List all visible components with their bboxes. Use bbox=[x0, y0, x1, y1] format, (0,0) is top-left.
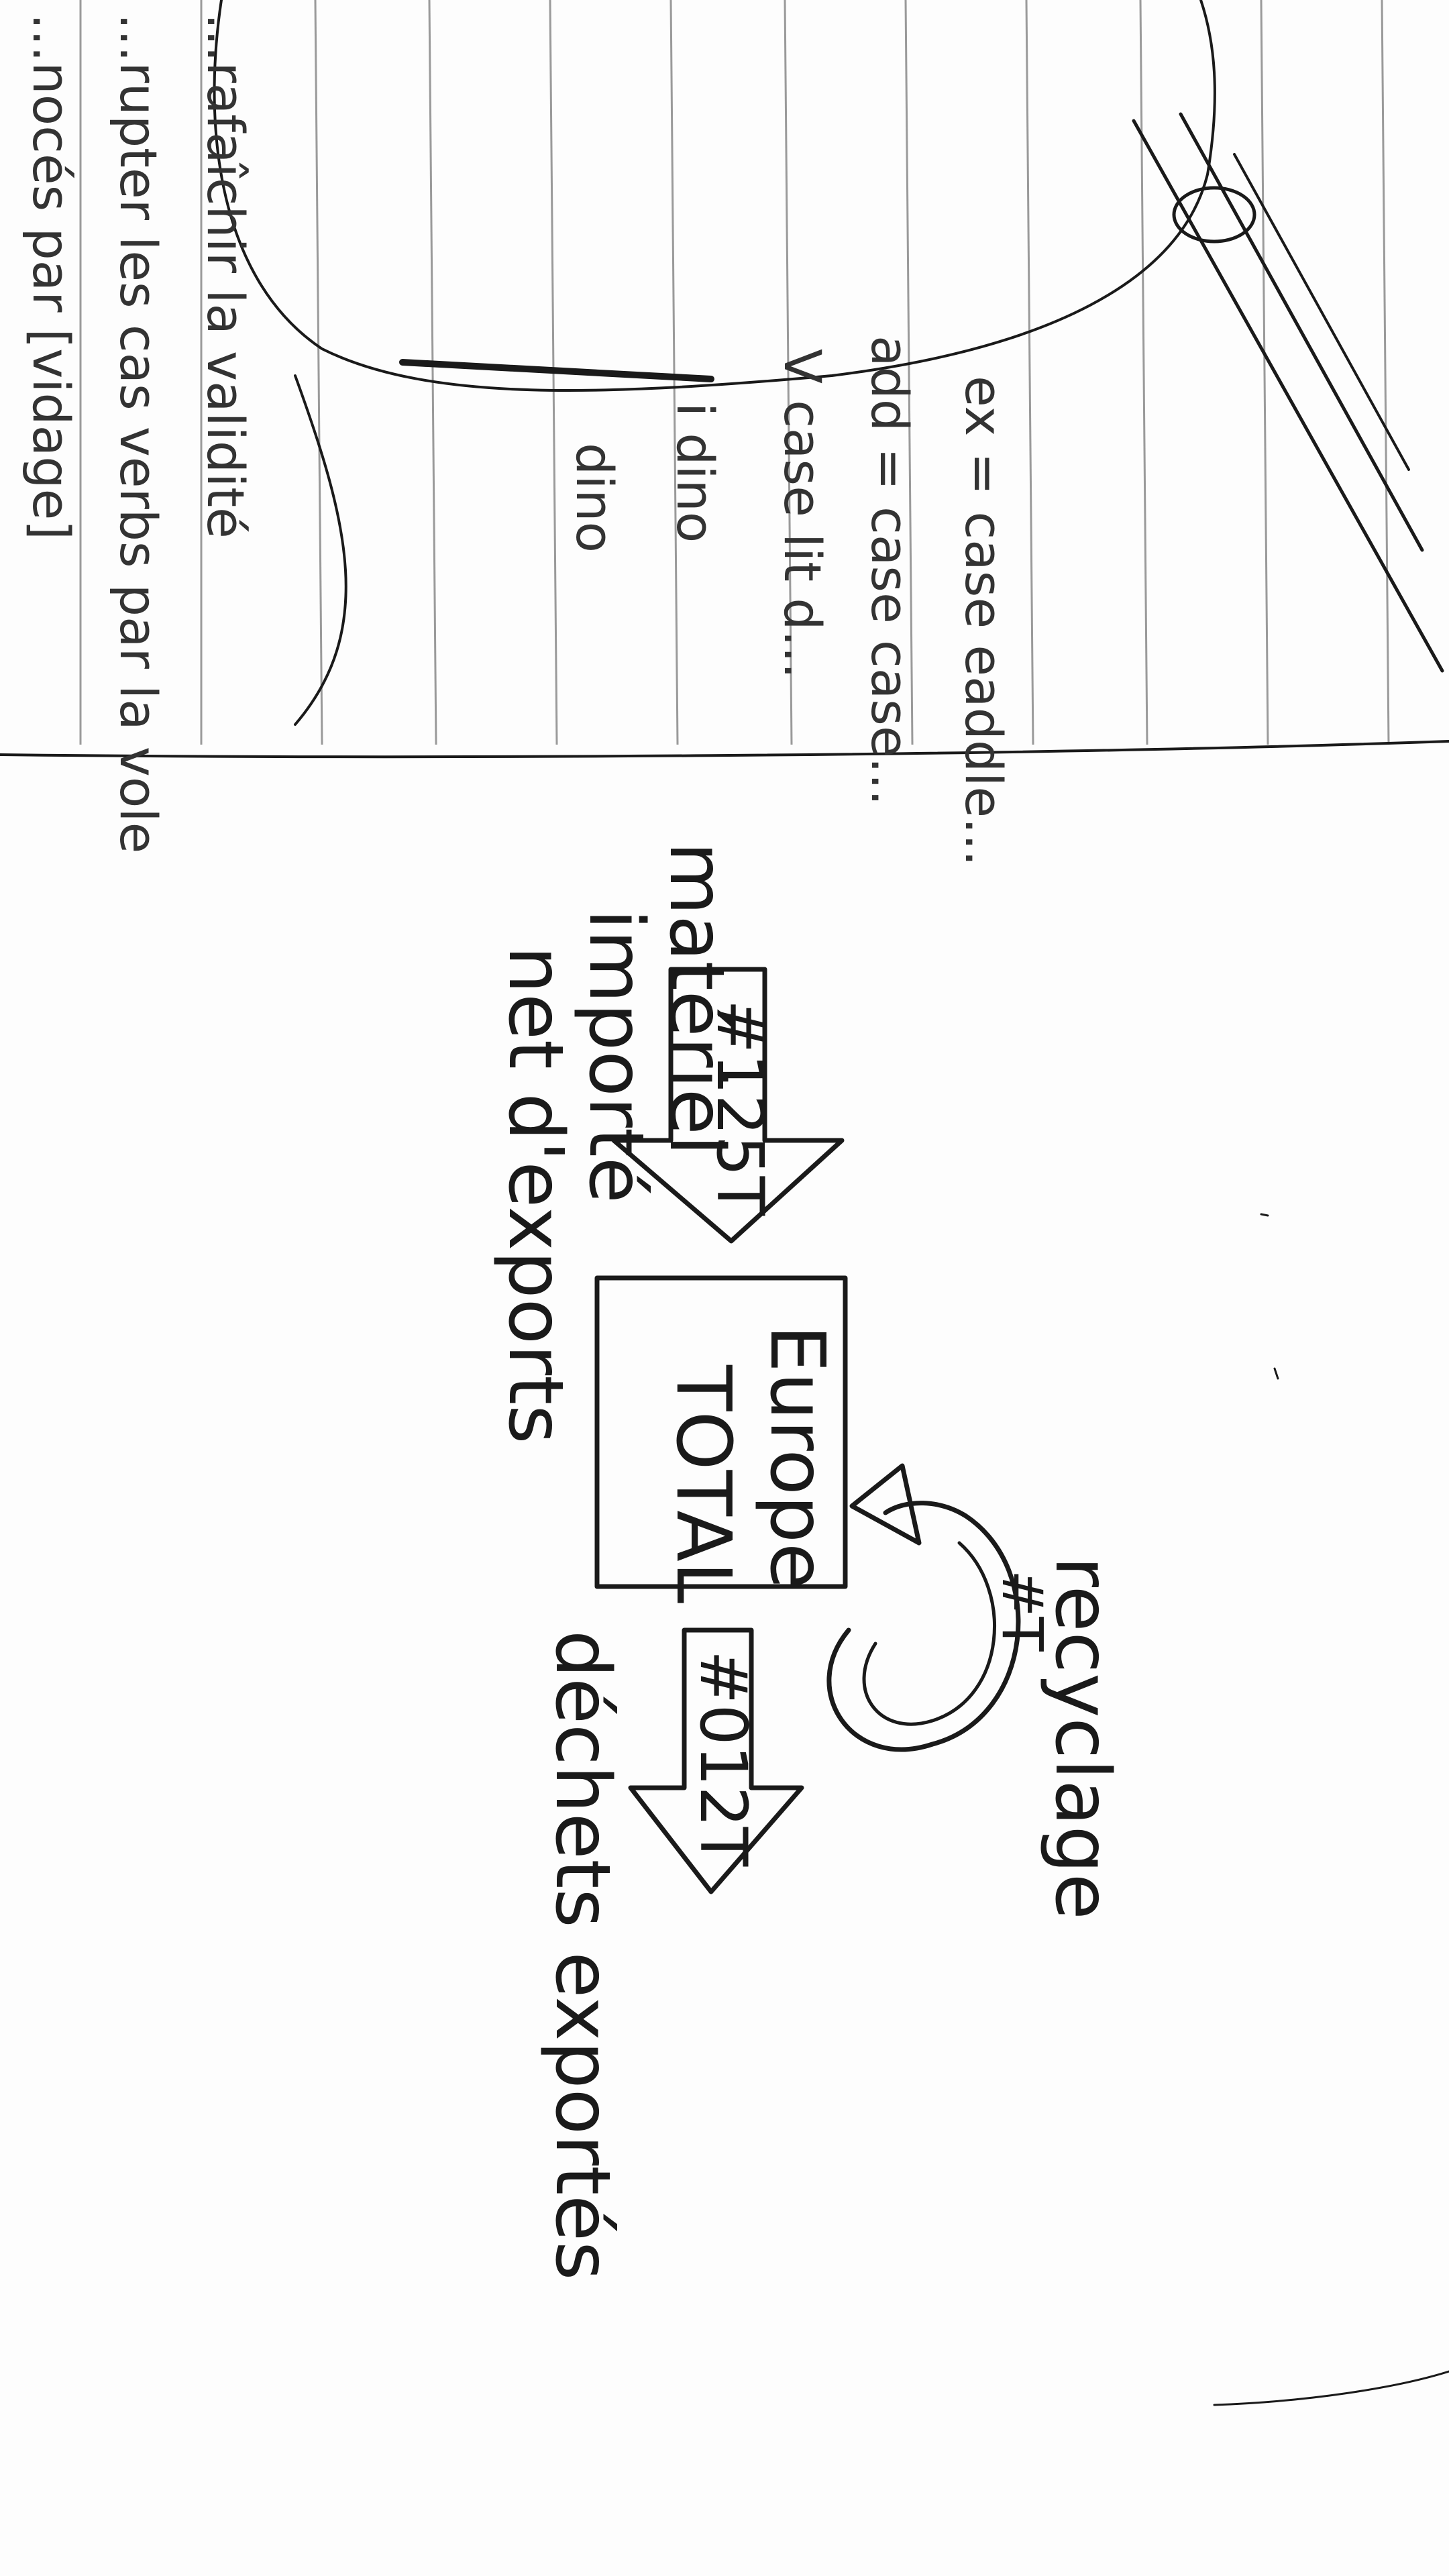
stray-marks bbox=[1213, 1213, 1449, 2406]
recycle-label: recyclage bbox=[1038, 1556, 1126, 1920]
import-label-line-2: importé bbox=[572, 909, 659, 1203]
recycle-loop-outer bbox=[826, 1501, 1021, 1752]
import-arrow bbox=[611, 967, 845, 1244]
flow-diagram: #125T matériel importé net d'exports Eur… bbox=[492, 842, 1126, 2280]
notes-right-group: ex = case eaddle... add = case case... V… bbox=[565, 335, 1014, 866]
note-right-3: V case lit d... bbox=[773, 349, 833, 679]
note-right-1: ex = case eaddle... bbox=[954, 376, 1014, 866]
export-label: déchets exportés bbox=[539, 1630, 626, 2280]
recycle-value: #T bbox=[989, 1570, 1055, 1652]
note-line-2: ...rupter les cas verbs par la vole bbox=[109, 13, 168, 853]
export-arrow bbox=[628, 1627, 804, 1894]
import-value: #125T bbox=[702, 1000, 777, 1216]
note-line-1: ...nocés par [vidage] bbox=[21, 13, 81, 540]
ruled-lines bbox=[79, 0, 1390, 745]
note-right-2: add = case case... bbox=[860, 335, 920, 806]
page-edge-line bbox=[0, 740, 1449, 759]
scribbles bbox=[294, 112, 1444, 726]
stain-outline bbox=[213, 0, 1216, 392]
import-label-line-3: net d'exports bbox=[492, 946, 579, 1444]
note-line-3: ...rafaîchir la validité bbox=[196, 13, 256, 539]
note-right-5: dino bbox=[565, 443, 625, 553]
node-line-2: TOTAL bbox=[659, 1364, 747, 1603]
export-value: #012T bbox=[686, 1650, 761, 1867]
recycle-loop-inner bbox=[862, 1541, 996, 1726]
stain-edge-stroke bbox=[399, 359, 714, 382]
note-right-4: i dino bbox=[665, 402, 725, 543]
europe-node-box bbox=[594, 1275, 848, 1589]
node-line-1: Europe bbox=[753, 1325, 841, 1589]
notes-left-group: ...nocés par [vidage] ...rupter les cas … bbox=[21, 13, 256, 853]
import-label-line-1: matériel bbox=[653, 842, 740, 1156]
notebook-page-region: ...nocés par [vidage] ...rupter les cas … bbox=[0, 0, 1449, 866]
recycle-arrowhead-icon bbox=[849, 1463, 922, 1546]
